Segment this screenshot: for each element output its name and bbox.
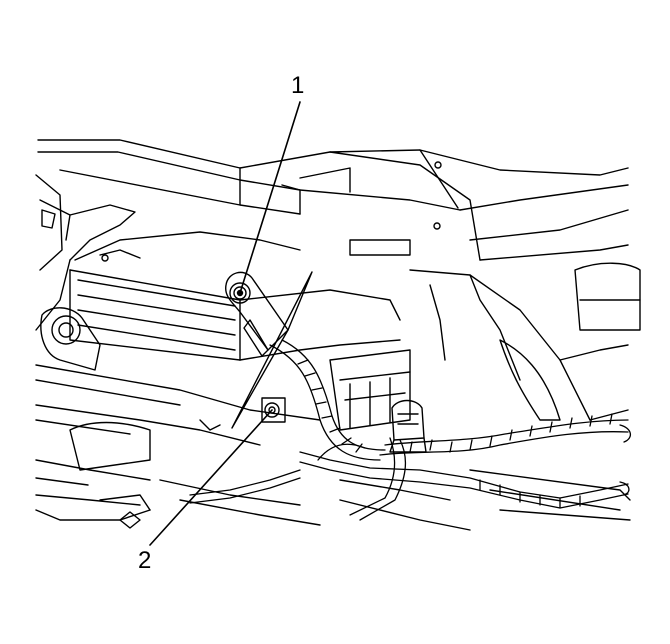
wire-harness xyxy=(189,339,631,521)
left-bracket xyxy=(35,174,136,331)
callout-1-label: 1 xyxy=(291,72,305,99)
right-bracket xyxy=(349,161,641,421)
callout-leaders xyxy=(149,101,301,546)
module-fastener xyxy=(261,397,286,423)
leader-line-2 xyxy=(149,409,273,546)
ground-connector-bracket xyxy=(225,271,289,357)
callout-2-label: 2 xyxy=(138,547,152,574)
harness-connector xyxy=(389,399,427,453)
module-housing xyxy=(69,231,411,431)
leader-line-1 xyxy=(239,101,301,294)
left-mount xyxy=(40,307,101,371)
arrow-marker xyxy=(231,271,313,429)
dash-upper-panel xyxy=(37,139,629,261)
